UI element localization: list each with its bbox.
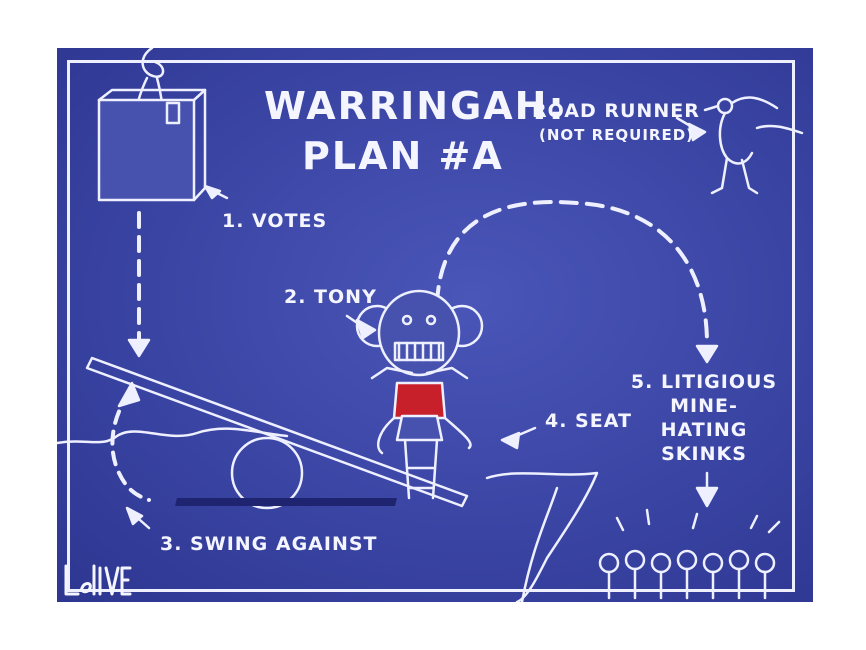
artist-signature xyxy=(64,564,132,596)
crate-icon xyxy=(97,88,207,202)
road-runner-icon xyxy=(703,96,804,195)
ground-shadow xyxy=(175,498,397,506)
skinks-group xyxy=(598,508,781,600)
skinks-label: 5. LITIGIOUS MINE-HATING SKINKS xyxy=(630,371,778,465)
votes-label: 1. VOTES xyxy=(222,210,328,232)
chalk-border xyxy=(67,60,795,592)
arrow-right-icon xyxy=(345,314,377,340)
arrow-down-icon xyxy=(695,471,719,508)
road-runner-note: (NOT REQUIRED) xyxy=(539,126,695,144)
arrow-left-icon xyxy=(203,184,229,200)
arrow-right-icon xyxy=(675,116,707,142)
dashed-path-swing xyxy=(110,391,151,502)
swing-label: 3. SWING AGAINST xyxy=(160,533,378,555)
title-line-2: PLAN #A xyxy=(302,134,504,178)
seat-label: 4. SEAT xyxy=(545,410,632,432)
blueprint-cartoon: WARRINGAH: PLAN #A ROAD RUNNER (NOT REQU… xyxy=(57,48,813,602)
arrow-swing-icon xyxy=(125,506,151,530)
arrow-left-icon xyxy=(500,426,537,450)
arrow-down-icon xyxy=(127,338,151,358)
road-runner-label: ROAD RUNNER xyxy=(532,100,700,122)
arrow-up-left-icon xyxy=(117,381,141,408)
dashed-path-arc xyxy=(435,199,709,345)
ball-icon xyxy=(230,436,304,510)
tony-label: 2. TONY xyxy=(284,286,377,308)
title-line-1: WARRINGAH: xyxy=(264,84,566,128)
cartoon-illustration xyxy=(57,48,804,602)
tony-figure xyxy=(355,289,484,500)
seesaw-plank xyxy=(85,356,469,508)
arrow-down-icon xyxy=(695,344,719,364)
